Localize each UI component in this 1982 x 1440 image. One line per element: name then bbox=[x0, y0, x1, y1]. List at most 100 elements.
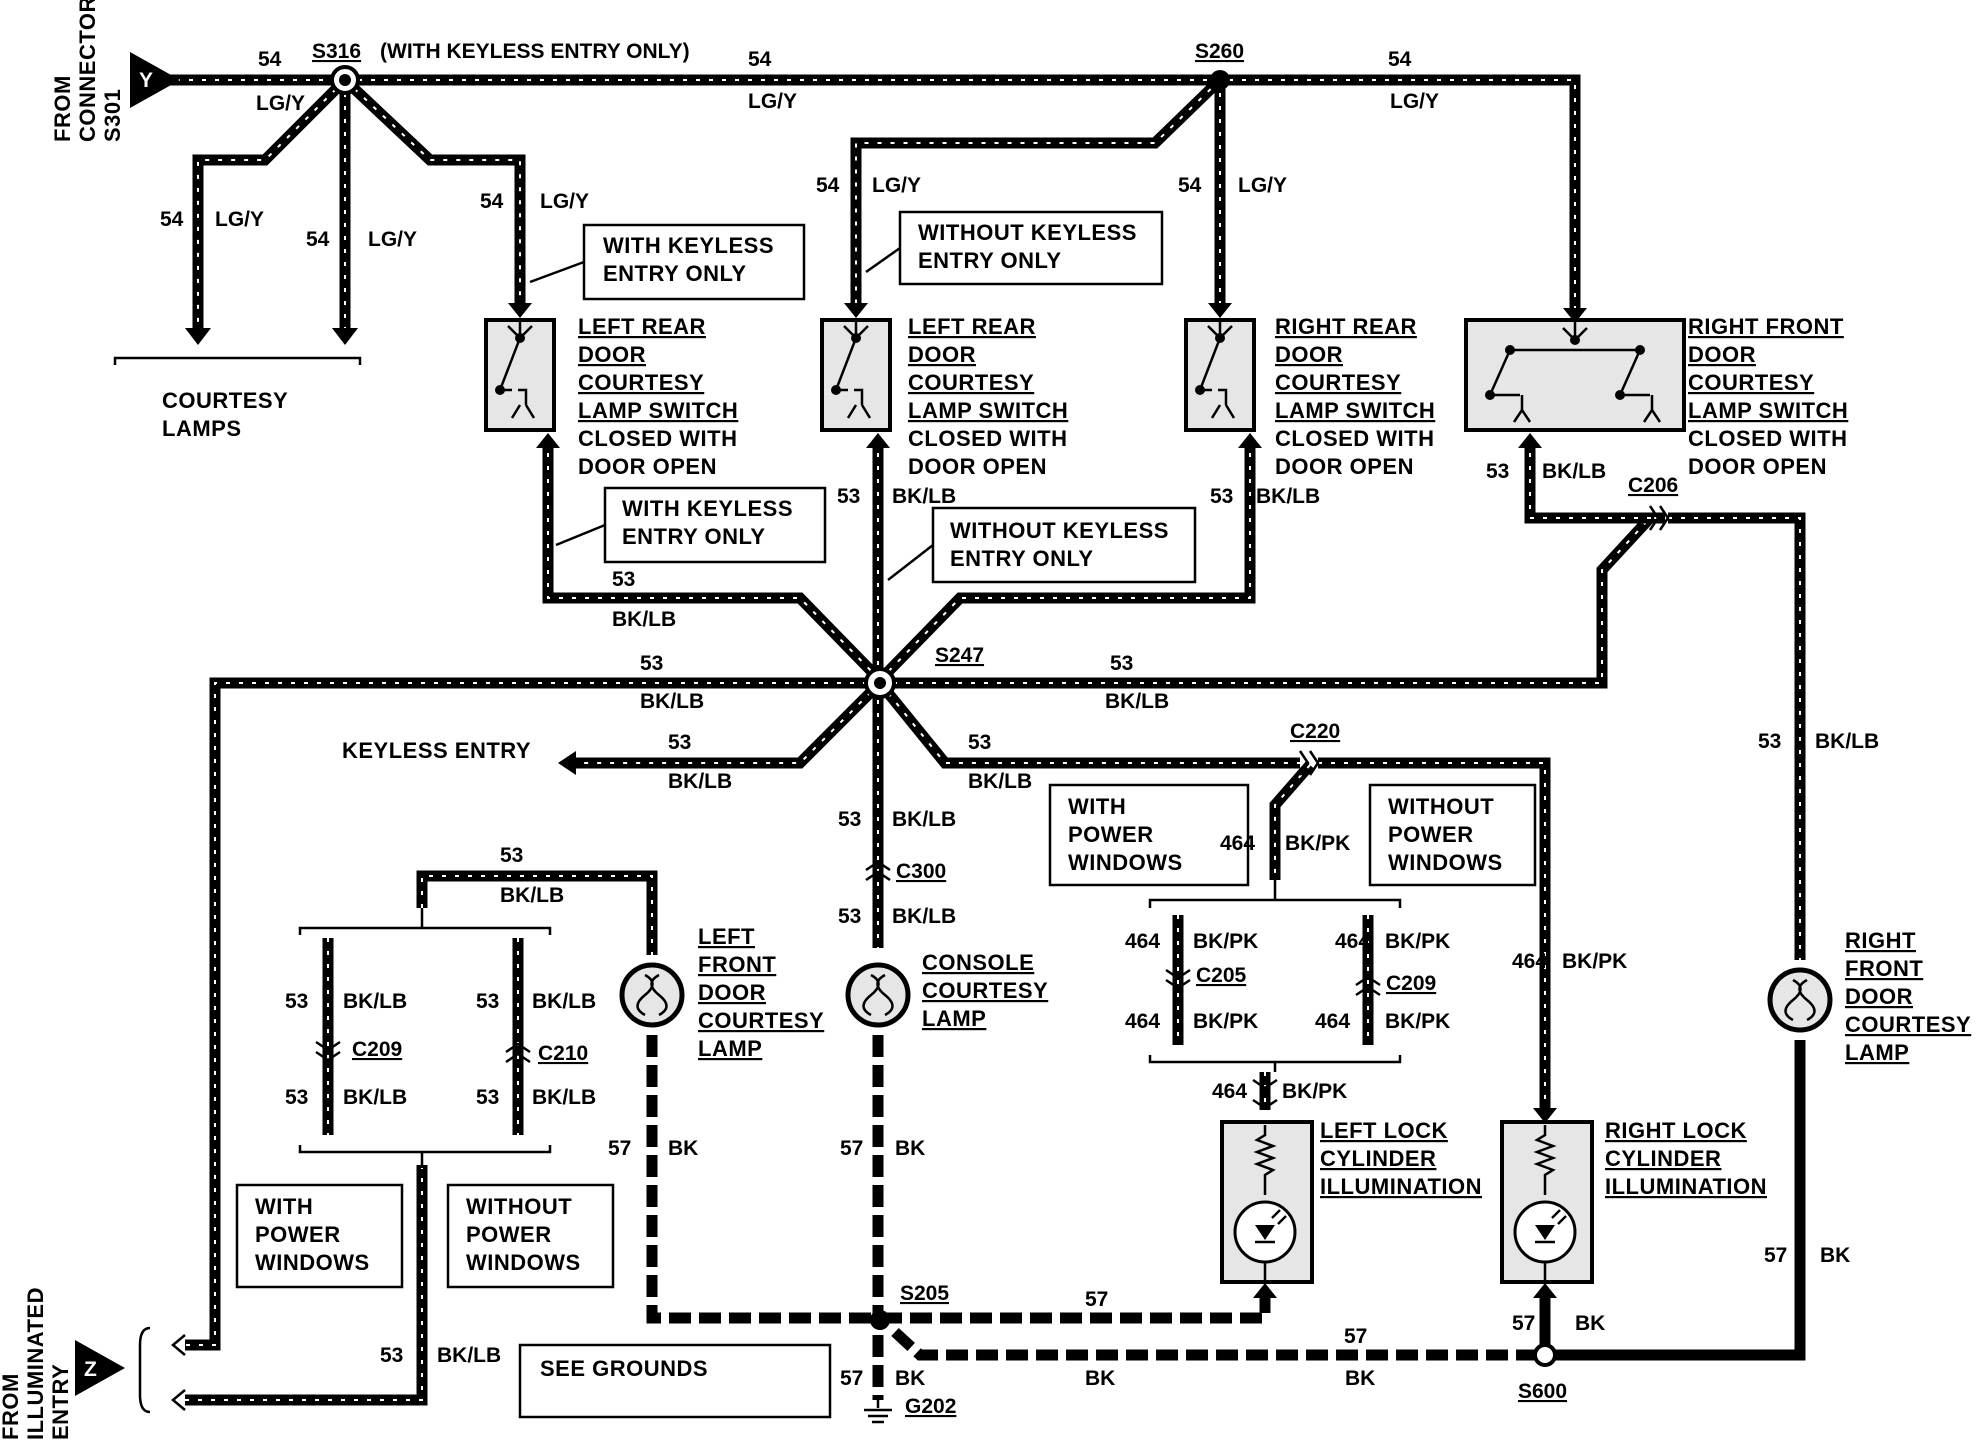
right-rear-switch-label-line-2: DOOR bbox=[1275, 342, 1343, 367]
left-rear-switch-state-line-1: CLOSED WITH bbox=[908, 426, 1068, 451]
wire-57-3-color: BK bbox=[1085, 1367, 1115, 1390]
right-rear-switch-label-line-4: LAMP SWITCH bbox=[1275, 398, 1435, 423]
wire-57-6-circuit: 57 bbox=[1764, 1244, 1787, 1267]
wire-57-7-color: BK bbox=[895, 1367, 925, 1390]
connector-left-lock-top bbox=[1252, 1098, 1278, 1110]
left-lock-label-line-2: CYLINDER bbox=[1320, 1146, 1436, 1171]
wire-464-2-color: BK/PK bbox=[1193, 930, 1258, 953]
left-rear-switch-label-line-2: DOOR bbox=[908, 342, 976, 367]
right-lock-label-line-3: ILLUMINATION bbox=[1605, 1174, 1767, 1199]
wire-54-drop-4-color: LG/Y bbox=[872, 174, 921, 197]
left-rear-switch-keyless-state-line-1: CLOSED WITH bbox=[578, 426, 738, 451]
left-rear-door-switch-keyless bbox=[484, 318, 556, 432]
wire-53-11-color: BK/LB bbox=[892, 905, 956, 928]
wire-53-9-color: BK/LB bbox=[1815, 730, 1879, 753]
wire-57-2-color: BK bbox=[895, 1137, 925, 1160]
note-power-windows-right-text-line-2: POWER bbox=[1068, 822, 1154, 847]
arrow-from-illuminated-entry-z bbox=[75, 1340, 125, 1396]
wire-464-7-color: BK/PK bbox=[1562, 950, 1627, 973]
arrow-left-lock-ground bbox=[1253, 1283, 1277, 1298]
splice-s600 bbox=[1533, 1343, 1557, 1367]
wire-53-2-circuit: 53 bbox=[640, 652, 663, 675]
right-lock-label-line-1: RIGHT LOCK bbox=[1605, 1118, 1747, 1143]
note-box-no-power-windows-right bbox=[1368, 783, 1537, 887]
right-rear-switch-state-line-1: CLOSED WITH bbox=[1275, 426, 1435, 451]
wire-53-4-color: BK/LB bbox=[968, 770, 1032, 793]
wire-53-1-circuit: 53 bbox=[612, 568, 635, 591]
wire-53-16-circuit: 53 bbox=[476, 1086, 499, 1109]
wire-53-15-circuit: 53 bbox=[285, 1086, 308, 1109]
arrow-right-lock-in bbox=[1533, 1108, 1557, 1123]
connector-c300-label: C300 bbox=[896, 860, 946, 883]
wire-53-6-circuit: 53 bbox=[837, 485, 860, 508]
wire-54-drop-2-circuit: 54 bbox=[306, 228, 330, 251]
wire-54-trunk-3-color: LG/Y bbox=[1390, 90, 1439, 113]
connector-c220-label: C220 bbox=[1290, 720, 1340, 743]
splice-s260 bbox=[1210, 70, 1230, 90]
wire-54-trunk-2-circuit: 54 bbox=[748, 48, 772, 71]
wire-57-bk-ground-network bbox=[646, 1035, 1806, 1400]
note-box-no-keyless-top bbox=[898, 210, 1164, 286]
wire-53-10-color: BK/LB bbox=[892, 808, 956, 831]
right-rear-door-switch bbox=[1184, 318, 1256, 432]
wire-53-1-color: BK/LB bbox=[612, 608, 676, 631]
note-power-windows-left-text-line-2: POWER bbox=[255, 1222, 341, 1247]
left-rear-switch-keyless-label-line-3: COURTESY bbox=[578, 370, 704, 395]
wire-53-4-circuit: 53 bbox=[968, 731, 991, 754]
wire-53-12-circuit: 53 bbox=[500, 844, 523, 867]
wire-54-trunk-2-color: LG/Y bbox=[748, 90, 797, 113]
arrow-right-front-in bbox=[1563, 308, 1587, 323]
arrow-courtesy-lamp-2 bbox=[332, 328, 358, 345]
wire-53-c220-branch bbox=[875, 679, 1300, 769]
note-box-keyless-top bbox=[582, 223, 806, 301]
connector-c300 bbox=[865, 860, 891, 882]
wire-53-13-circuit: 53 bbox=[285, 990, 308, 1013]
wire-54-drop-4-circuit: 54 bbox=[816, 174, 840, 197]
left-rear-switch-label-line-4: LAMP SWITCH bbox=[908, 398, 1068, 423]
arrow-console-out bbox=[866, 433, 890, 448]
arrow-right-lock-ground bbox=[1533, 1283, 1557, 1298]
wire-464-6-color: BK/PK bbox=[1282, 1080, 1347, 1103]
arrow-right-rear-in bbox=[1208, 303, 1232, 318]
connector-c205 bbox=[1165, 968, 1191, 990]
wire-53-15-color: BK/LB bbox=[343, 1086, 407, 1109]
wire-54-main-trunk bbox=[150, 74, 1581, 310]
wire-57-left-lock-ground bbox=[880, 1290, 1271, 1324]
right-rear-switch-label-line-3: COURTESY bbox=[1275, 370, 1401, 395]
splice-s205-label: S205 bbox=[900, 1282, 949, 1305]
wire-464-3-color: BK/PK bbox=[1385, 930, 1450, 953]
wire-57-left-front-ground bbox=[646, 1035, 880, 1324]
left-rear-switch-keyless-label-line-1: LEFT REAR bbox=[578, 314, 706, 339]
arrow-courtesy-lamp-1 bbox=[185, 328, 211, 345]
wire-464-c220-down bbox=[1269, 761, 1315, 880]
connector-c205-label: C205 bbox=[1196, 964, 1247, 987]
note-box-power-windows-right bbox=[1048, 783, 1250, 887]
from-connector-line-2: CONNECTOR bbox=[75, 0, 100, 142]
wire-53-3-color: BK/LB bbox=[668, 770, 732, 793]
wire-54-drop-2-color: LG/Y bbox=[368, 228, 417, 251]
brace-power-windows-bottom-right bbox=[1148, 1055, 1402, 1072]
console-lamp-label-line-2: COURTESY bbox=[922, 978, 1048, 1003]
from-illuminated-entry-line-2: ILLUMINATED bbox=[23, 1287, 48, 1440]
splice-s260-label: S260 bbox=[1195, 40, 1244, 63]
note-no-power-windows-left-text-line-1: WITHOUT bbox=[466, 1194, 572, 1219]
note-no-power-windows-right-text-line-2: POWER bbox=[1388, 822, 1474, 847]
wire-53-17-circuit: 53 bbox=[380, 1344, 403, 1367]
wire-53-17-color: BK/LB bbox=[437, 1344, 501, 1367]
connector-s205-c bbox=[1252, 1078, 1278, 1090]
connector-c220 bbox=[1298, 750, 1320, 776]
note-no-power-windows-left-text-line-2: POWER bbox=[466, 1222, 552, 1247]
left-front-lamp-label-line-4: COURTESY bbox=[698, 1008, 824, 1033]
wire-53-12-color: BK/LB bbox=[500, 884, 564, 907]
left-rear-door-switch bbox=[820, 318, 892, 432]
wire-53-9-circuit: 53 bbox=[1758, 730, 1781, 753]
wire-53-2-color: BK/LB bbox=[640, 690, 704, 713]
wire-464-bkpk-network bbox=[1172, 757, 1551, 1110]
wire-57-4-circuit: 57 bbox=[1344, 1325, 1367, 1348]
from-illuminated-entry-line-3: ENTRY bbox=[48, 1364, 73, 1440]
arrow-left-rear-keyless-in bbox=[508, 303, 532, 318]
wire-57-s205-s600 bbox=[891, 1327, 1545, 1361]
